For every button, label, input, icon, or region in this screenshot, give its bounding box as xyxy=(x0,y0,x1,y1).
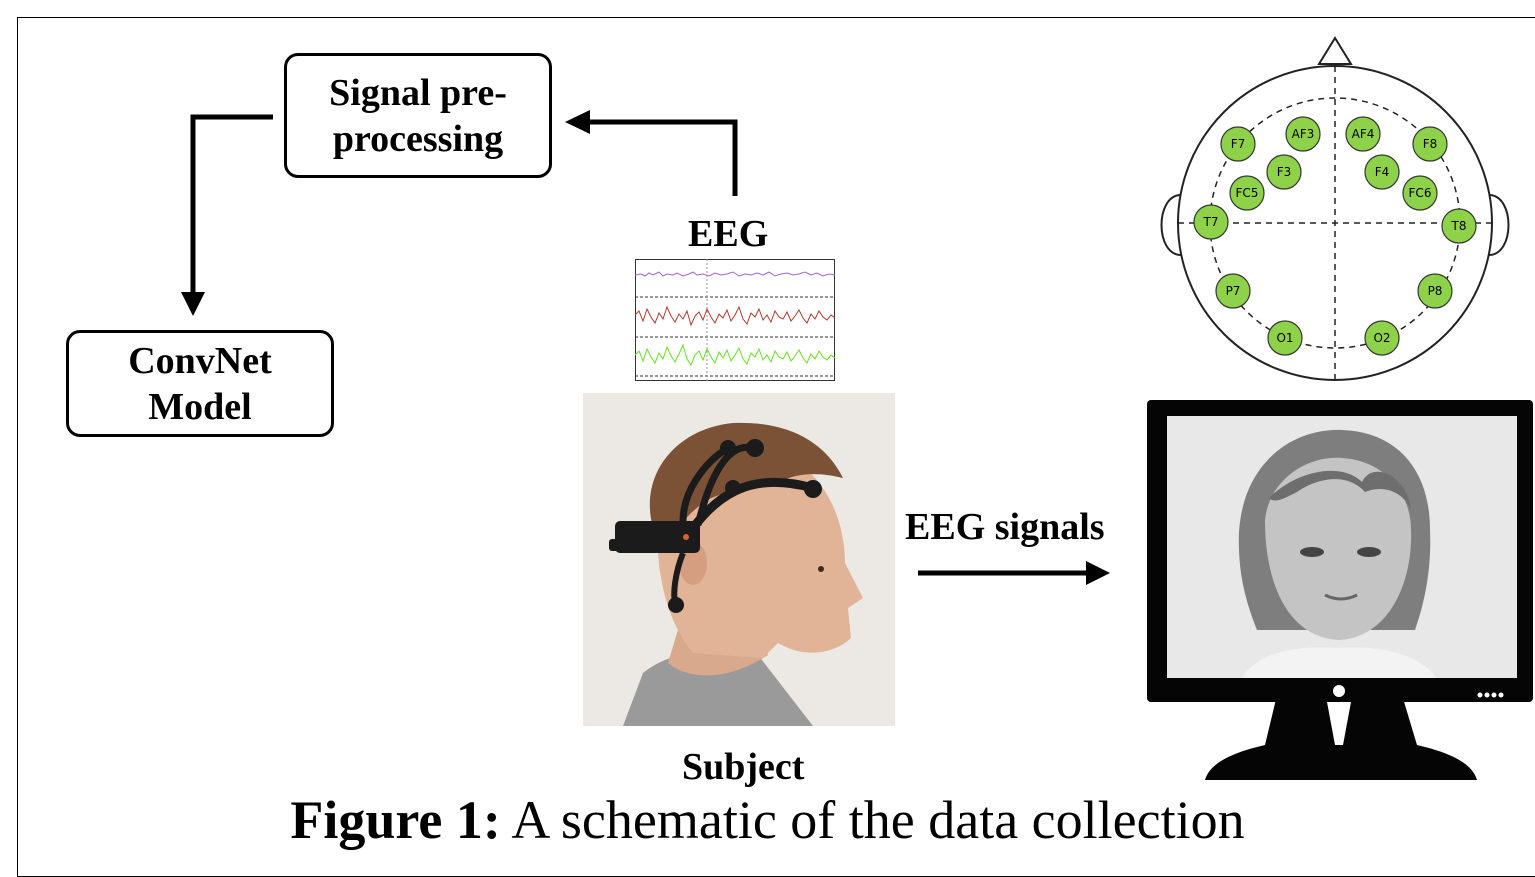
electrode-label-p7: P7 xyxy=(1226,284,1241,298)
subject-eye xyxy=(818,566,824,572)
electrode-label-f3: F3 xyxy=(1277,165,1292,179)
monitor-buttons xyxy=(1477,692,1504,698)
stimulus-face-skin xyxy=(1265,457,1412,640)
figure-caption: Figure 1: A schematic of the data collec… xyxy=(0,790,1535,850)
electrode-label-f8: F8 xyxy=(1423,137,1438,151)
electrode-f7 xyxy=(1220,126,1256,162)
preprocessing-line1: Signal pre- xyxy=(329,71,507,114)
right-ear xyxy=(1488,194,1510,256)
subject-photo xyxy=(583,393,895,726)
electrode-fc6 xyxy=(1402,175,1438,211)
caption-text: A schematic of the data collection xyxy=(500,790,1245,850)
electrode-o1 xyxy=(1267,320,1303,356)
arrowhead-preprocessing xyxy=(565,110,590,134)
left-ear xyxy=(1160,194,1182,256)
eeg-trace-red xyxy=(634,305,836,327)
arrowhead-monitor xyxy=(1086,561,1110,585)
arrow-eeg-to-preprocessing xyxy=(585,119,738,196)
eeg-trace-green xyxy=(634,343,836,367)
electrode-af3 xyxy=(1285,116,1321,152)
subject-shirt xyxy=(623,648,813,726)
arrowhead-convnet xyxy=(181,292,205,316)
convnet-line2: Model xyxy=(148,385,252,428)
electrode-label-t7: T7 xyxy=(1203,215,1219,229)
eeg-signals-label: EEG signals xyxy=(905,506,1105,548)
monitor-power-light xyxy=(1333,685,1345,697)
caption-prefix: Figure 1: xyxy=(290,790,501,850)
electrode-label-o1: O1 xyxy=(1276,331,1293,345)
flow-arrows xyxy=(181,110,1110,585)
signal-preprocessing-box: Signal pre- processing xyxy=(284,53,552,178)
electrode-label-o2: O2 xyxy=(1373,331,1390,345)
electrode-f4 xyxy=(1364,154,1400,190)
electrode-p7 xyxy=(1215,273,1251,309)
eeg-label: EEG xyxy=(688,213,769,255)
monitor-display xyxy=(1147,400,1533,780)
electrode-label-p8: P8 xyxy=(1428,284,1443,298)
electrode-t7 xyxy=(1193,204,1229,240)
subject-label: Subject xyxy=(682,746,805,788)
nose-marker xyxy=(1317,36,1353,65)
eeg-trace-purple xyxy=(634,271,836,277)
electrode-p8 xyxy=(1417,273,1453,309)
preprocessing-line2: processing xyxy=(332,117,504,160)
electrode-label-f7: F7 xyxy=(1231,137,1246,151)
convnet-model-box: ConvNet Model xyxy=(66,330,334,437)
electrode-label-fc5: FC5 xyxy=(1236,186,1259,200)
electrode-fc5 xyxy=(1229,175,1265,211)
convnet-line1: ConvNet xyxy=(128,339,272,382)
electrode-t8 xyxy=(1441,208,1477,244)
stimulus-face-shirt xyxy=(1242,647,1437,678)
electrode-label-f4: F4 xyxy=(1375,165,1390,179)
electrode-o2 xyxy=(1364,320,1400,356)
subject-face xyxy=(657,448,863,658)
electrode-label-fc6: FC6 xyxy=(1409,186,1432,200)
electrode-f8 xyxy=(1412,126,1448,162)
electrode-af4 xyxy=(1345,116,1381,152)
electrode-label-af4: AF4 xyxy=(1352,127,1375,141)
eeg-headset xyxy=(609,439,822,613)
arrow-preprocessing-to-convnet xyxy=(190,114,273,295)
electrode-f3 xyxy=(1266,154,1302,190)
electrode-label-t8: T8 xyxy=(1451,219,1467,233)
eeg-trace-plot xyxy=(634,259,836,381)
electrode-label-af3: AF3 xyxy=(1292,127,1315,141)
